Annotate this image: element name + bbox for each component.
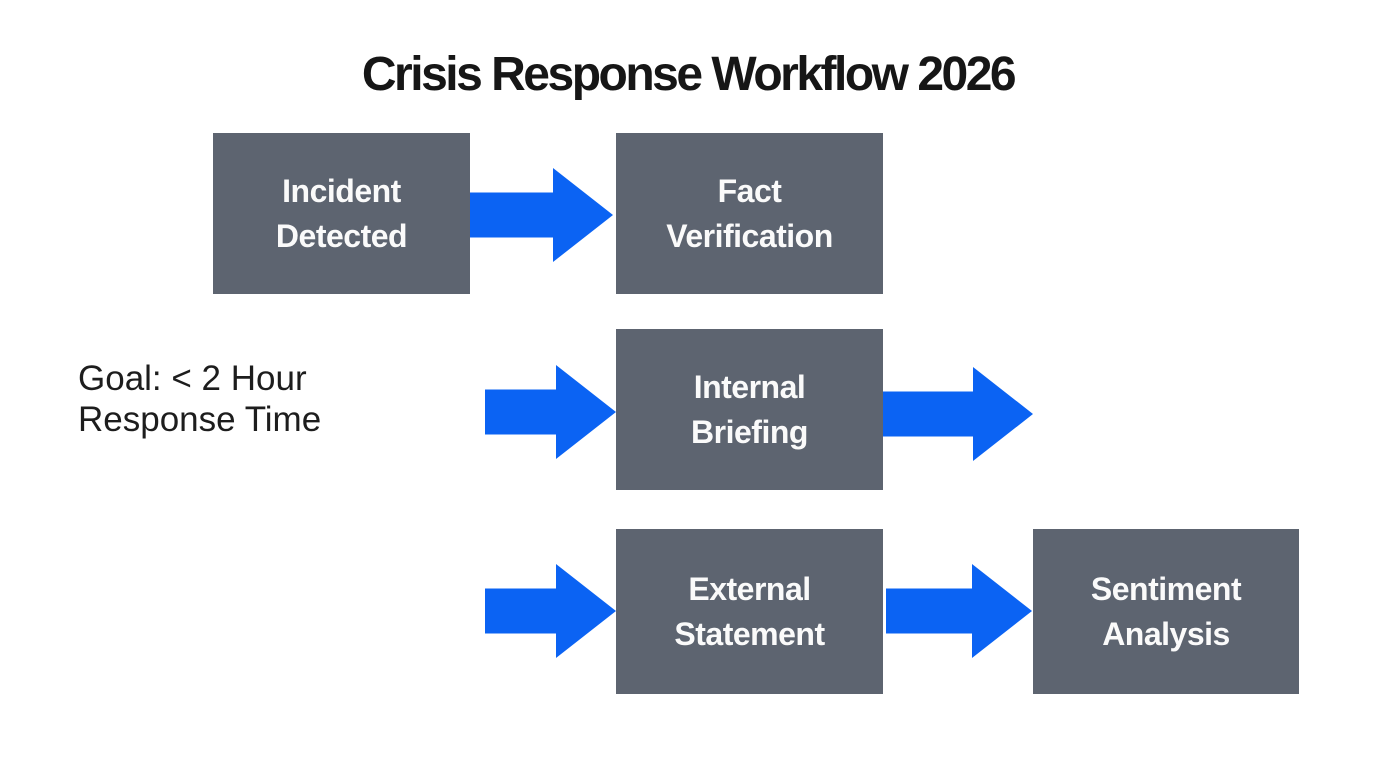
node-label-line: Statement [674, 615, 825, 652]
diagram-title: Crisis Response Workflow 2026 [361, 48, 1017, 101]
node-fact-verification: Fact Verification [616, 133, 883, 294]
right-arrow-icon [485, 564, 616, 658]
node-label-line: Internal [693, 368, 806, 405]
node-internal-briefing: Internal Briefing [616, 329, 883, 490]
node-incident-detected: Incident Detected [213, 133, 470, 294]
node-label-line: Detected [275, 217, 408, 254]
node-label-line: External [688, 570, 811, 607]
node-sentiment-analysis: Sentiment Analysis [1033, 529, 1299, 694]
node-external-statement: External Statement [616, 529, 883, 694]
node-label-line: Analysis [1102, 615, 1230, 652]
node-label-line: Verification [666, 217, 833, 254]
right-arrow-icon [470, 168, 613, 262]
node-label-line: Sentiment [1090, 570, 1242, 607]
right-arrow-icon [485, 365, 616, 459]
right-arrow-icon [883, 367, 1033, 461]
node-label-line: Incident [282, 172, 401, 209]
goal-annotation-line: Response Time [78, 400, 322, 439]
node-label-line: Briefing [691, 413, 808, 450]
node-label-line: Fact [717, 172, 782, 209]
goal-annotation: Goal: < 2 Hour Response Time [78, 358, 321, 440]
goal-annotation-line: Goal: < 2 Hour [78, 359, 307, 398]
right-arrow-icon [886, 564, 1032, 658]
